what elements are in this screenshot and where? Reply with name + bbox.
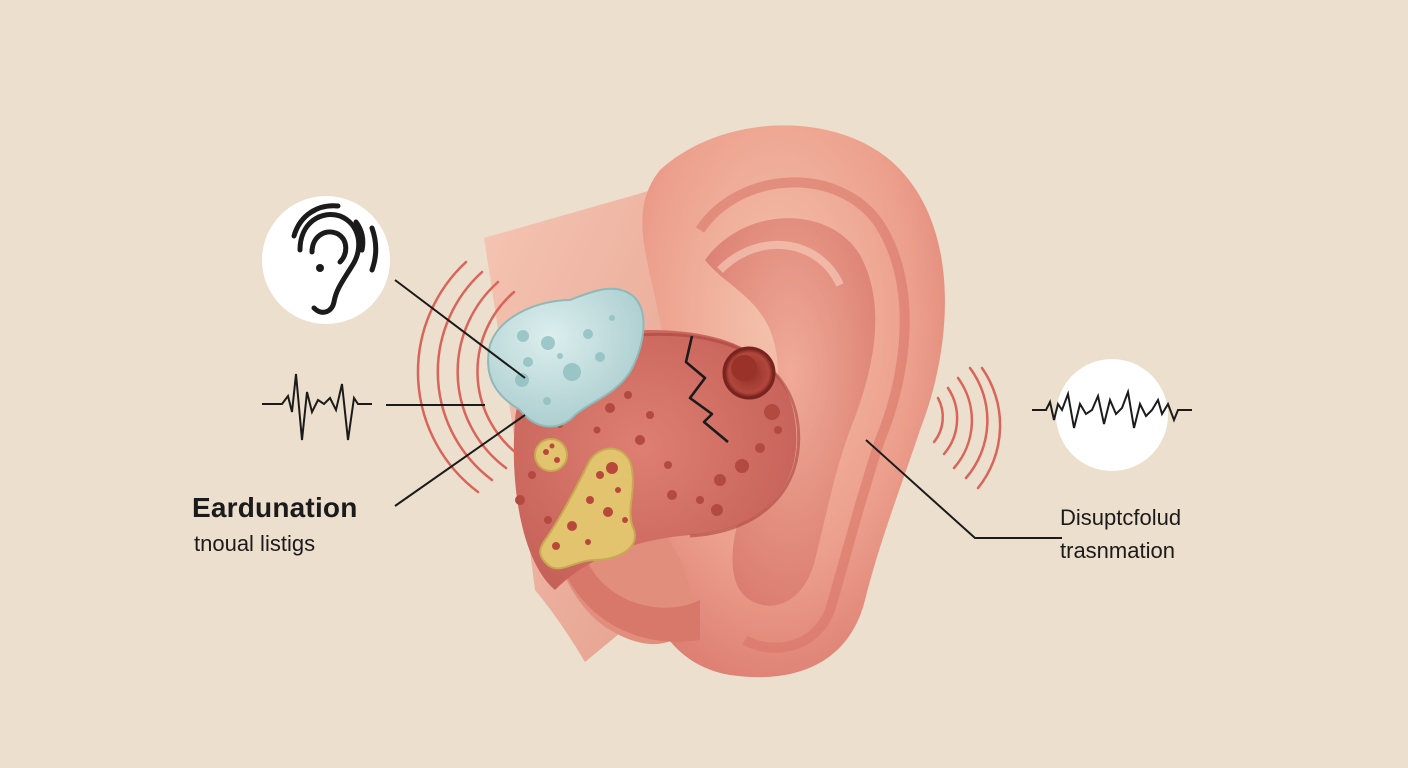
right-sound-waves bbox=[932, 366, 1002, 490]
ear-icon bbox=[262, 196, 390, 324]
waveform-icon bbox=[1032, 388, 1192, 429]
helix-fold bbox=[695, 177, 910, 653]
eardrum-crack bbox=[684, 335, 729, 443]
leader-lines bbox=[386, 279, 1062, 539]
right-callout-subtitle: trasnmation bbox=[1060, 538, 1175, 563]
earwax-plug bbox=[487, 287, 645, 428]
waveform-icon bbox=[262, 373, 372, 441]
debris-blob bbox=[539, 447, 636, 570]
waveform-badge bbox=[1032, 359, 1192, 471]
canal-base bbox=[560, 555, 700, 642]
debris-blob-small bbox=[534, 438, 568, 472]
debris-dots bbox=[543, 443, 628, 550]
left-callout-subtitle: tnoual listigs bbox=[194, 531, 316, 556]
antihelix-ridge bbox=[717, 241, 844, 287]
right-callout-title: Disuptcfolud bbox=[1060, 505, 1182, 530]
left-callout-title: Eardunation bbox=[192, 492, 358, 523]
wax-bubbles bbox=[515, 315, 615, 405]
canal-rim bbox=[639, 332, 801, 538]
